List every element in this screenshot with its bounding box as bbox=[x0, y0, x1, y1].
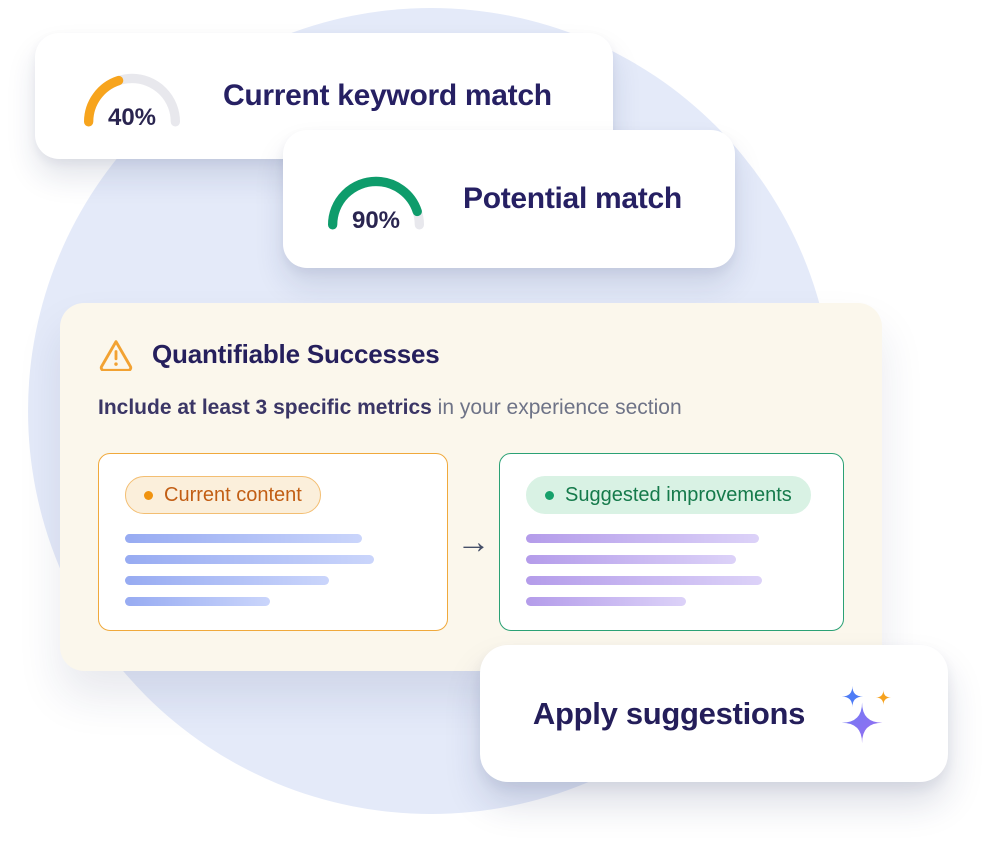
gauge-arc-icon bbox=[84, 73, 181, 127]
suggested-improvements-badge: Suggested improvements bbox=[526, 476, 811, 514]
suggested-improvements-box: Suggested improvements bbox=[499, 453, 844, 631]
current-match-gauge: 40% bbox=[77, 64, 187, 131]
panel-subtitle: Include at least 3 specific metrics in y… bbox=[98, 395, 844, 421]
placeholder-text-line bbox=[526, 534, 759, 543]
placeholder-text-line bbox=[125, 555, 374, 564]
apply-suggestions-label: Apply suggestions bbox=[532, 695, 806, 731]
panel-title: Quantifiable Successes bbox=[152, 338, 440, 369]
potential-match-value: 90% bbox=[351, 207, 401, 234]
apply-suggestions-button[interactable]: Apply suggestions bbox=[480, 645, 948, 782]
sparkles-icon bbox=[833, 683, 895, 745]
panel-subtitle-rest: in your experience section bbox=[431, 396, 682, 419]
suggested-improvements-badge-label: Suggested improvements bbox=[565, 483, 792, 506]
suggested-content-placeholder-lines bbox=[526, 534, 817, 606]
current-badge-dot-icon bbox=[144, 490, 153, 500]
current-keyword-match-card: 40% Current keyword match bbox=[35, 33, 613, 159]
placeholder-text-line bbox=[526, 555, 736, 564]
panel-header: Quantifiable Successes bbox=[98, 335, 844, 373]
gauge-arc-icon bbox=[328, 176, 424, 230]
placeholder-text-line bbox=[125, 576, 330, 585]
potential-match-card: 90% Potential match bbox=[283, 130, 735, 268]
current-content-box: Current content bbox=[98, 453, 448, 631]
placeholder-text-line bbox=[526, 576, 762, 585]
potential-match-label: Potential match bbox=[463, 182, 682, 215]
placeholder-text-line bbox=[125, 597, 271, 606]
suggested-badge-dot-icon bbox=[545, 490, 554, 500]
current-match-value: 40% bbox=[107, 104, 157, 131]
quantifiable-successes-panel: Quantifiable Successes Include at least … bbox=[60, 303, 882, 671]
current-content-badge-label: Current content bbox=[164, 483, 302, 506]
content-comparison-row: Current content → Suggested improvements bbox=[98, 453, 844, 631]
placeholder-text-line bbox=[125, 534, 362, 543]
current-content-badge: Current content bbox=[125, 476, 321, 514]
current-match-label: Current keyword match bbox=[223, 79, 552, 112]
warning-triangle-icon bbox=[98, 338, 134, 371]
placeholder-text-line bbox=[526, 597, 687, 606]
current-content-placeholder-lines bbox=[125, 534, 421, 606]
arrow-right-icon: → bbox=[456, 523, 491, 561]
panel-subtitle-emphasis: Include at least 3 specific metrics bbox=[98, 396, 432, 419]
potential-match-gauge: 90% bbox=[321, 167, 431, 234]
